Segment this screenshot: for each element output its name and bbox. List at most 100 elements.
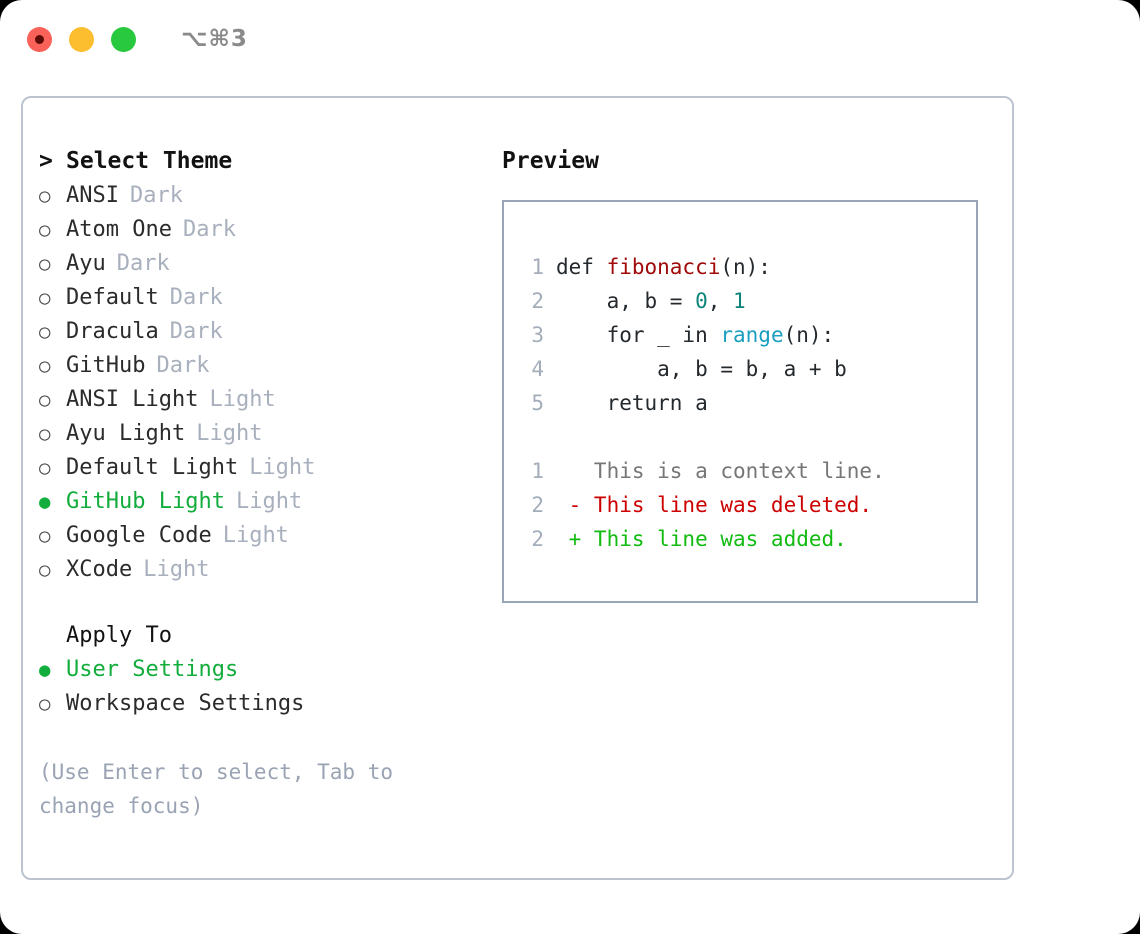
theme-option-ansi[interactable]: ○ ANSI Dark	[39, 179, 479, 213]
radio-unselected-icon: ○	[39, 321, 51, 343]
radio-unselected-icon: ○	[39, 389, 51, 411]
theme-kind-badge: Light	[143, 557, 210, 582]
theme-name: GitHub	[66, 353, 146, 378]
theme-option-ayu[interactable]: ○ Ayu Dark	[39, 247, 479, 281]
title-bar: ⌥⌘3	[0, 0, 1140, 78]
window-controls	[27, 26, 136, 52]
code-text: for _ in range(n):	[556, 318, 835, 352]
keyboard-hint: (Use Enter to select, Tab to change focu…	[39, 760, 394, 818]
theme-option-dracula[interactable]: ○ Dracula Dark	[39, 315, 479, 349]
radio-unselected-icon: ○	[39, 287, 51, 309]
line-number: 2	[531, 493, 544, 517]
code-token-plain: ,	[707, 289, 734, 313]
theme-kind-badge: Light	[235, 489, 303, 514]
theme-option-default-light[interactable]: ○ Default Light Light	[39, 451, 479, 485]
theme-name: Default	[66, 285, 159, 310]
code-token-plain: def	[556, 255, 607, 279]
code-token-plain: a, b = b, a + b	[556, 357, 847, 381]
code-line: 3 for _ in range(n):	[518, 318, 976, 352]
keyboard-shortcut-label: ⌥⌘3	[181, 26, 248, 52]
line-number: 2	[531, 289, 544, 313]
code-token-plain: return a	[556, 391, 708, 415]
radio-selected-icon: ●	[39, 659, 51, 681]
code-token-plain: for _ in	[556, 323, 721, 347]
radio-unselected-icon: ○	[39, 253, 51, 275]
line-number: 5	[531, 391, 544, 415]
theme-option-github[interactable]: ○ GitHub Dark	[39, 349, 479, 383]
code-token-num: 0	[695, 289, 708, 313]
code-line: 5 return a	[518, 386, 976, 420]
radio-unselected-icon: ○	[39, 457, 51, 479]
radio-unselected-icon: ○	[39, 559, 51, 581]
radio-unselected-icon: ○	[39, 525, 51, 547]
code-line: 2 a, b = 0, 1	[518, 284, 976, 318]
theme-kind-badge: Dark	[169, 285, 223, 310]
preview-title: Preview	[502, 148, 599, 174]
code-text: a, b = 0, 1	[556, 284, 746, 318]
zoom-button[interactable]	[111, 26, 136, 52]
theme-name: Ayu Light	[66, 421, 186, 446]
apply-to-label: User Settings	[66, 657, 239, 682]
code-token-plain: (n):	[783, 323, 835, 347]
apply-to-option-workspace-settings[interactable]: ○ Workspace Settings	[39, 687, 479, 721]
page-title: Select Theme	[66, 148, 233, 174]
code-text: a, b = b, a + b	[556, 352, 847, 386]
diff-text: + This line was added.	[556, 527, 847, 551]
diff-text: This is a context line.	[556, 459, 885, 483]
apply-to-title: Apply To	[66, 623, 172, 648]
code-text: def fibonacci(n):	[556, 250, 771, 284]
diff-text: - This line was deleted.	[556, 493, 873, 517]
theme-kind-badge: Dark	[156, 353, 210, 378]
radio-unselected-icon: ○	[39, 185, 51, 207]
line-number: 3	[531, 323, 544, 347]
close-button[interactable]	[27, 26, 52, 52]
code-token-plain: (n):	[720, 255, 771, 279]
theme-kind-badge: Dark	[129, 183, 183, 208]
theme-name: Ayu	[66, 251, 106, 276]
line-number: 1	[531, 459, 544, 483]
caret-icon: >	[39, 148, 53, 174]
theme-kind-badge: Light	[222, 523, 289, 548]
theme-kind-badge: Light	[249, 455, 316, 480]
line-number: 4	[531, 357, 544, 381]
code-token-num: 1	[733, 289, 746, 313]
theme-name: Atom One	[66, 217, 172, 242]
theme-name: GitHub Light	[66, 489, 225, 514]
code-line: 4 a, b = b, a + b	[518, 352, 976, 386]
diff-line-added: 2 + This line was added.	[518, 522, 976, 556]
theme-name: ANSI	[66, 183, 119, 208]
theme-name: ANSI Light	[66, 387, 199, 412]
diff-block: 1 This is a context line. 2 - This line w…	[518, 454, 976, 556]
apply-to-option-user-settings[interactable]: ● User Settings	[39, 653, 479, 687]
diff-line-context: 1 This is a context line.	[518, 454, 976, 488]
theme-kind-badge: Dark	[169, 319, 223, 344]
theme-kind-badge: Dark	[116, 251, 170, 276]
minimize-button[interactable]	[69, 26, 94, 52]
code-text: return a	[556, 386, 708, 420]
theme-name: Google Code	[66, 523, 212, 548]
apply-to-list: ● User Settings ○ Workspace Settings	[39, 653, 479, 721]
theme-option-google-code[interactable]: ○ Google Code Light	[39, 519, 479, 553]
theme-name: Dracula	[66, 319, 159, 344]
line-number: 2	[531, 527, 544, 551]
apply-to-label: Workspace Settings	[66, 691, 305, 716]
radio-unselected-icon: ○	[39, 693, 51, 715]
code-token-call: range	[720, 323, 784, 347]
radio-unselected-icon: ○	[39, 355, 51, 377]
theme-name: Default Light	[66, 455, 239, 480]
theme-option-default[interactable]: ○ Default Dark	[39, 281, 479, 315]
theme-kind-badge: Light	[196, 421, 263, 446]
